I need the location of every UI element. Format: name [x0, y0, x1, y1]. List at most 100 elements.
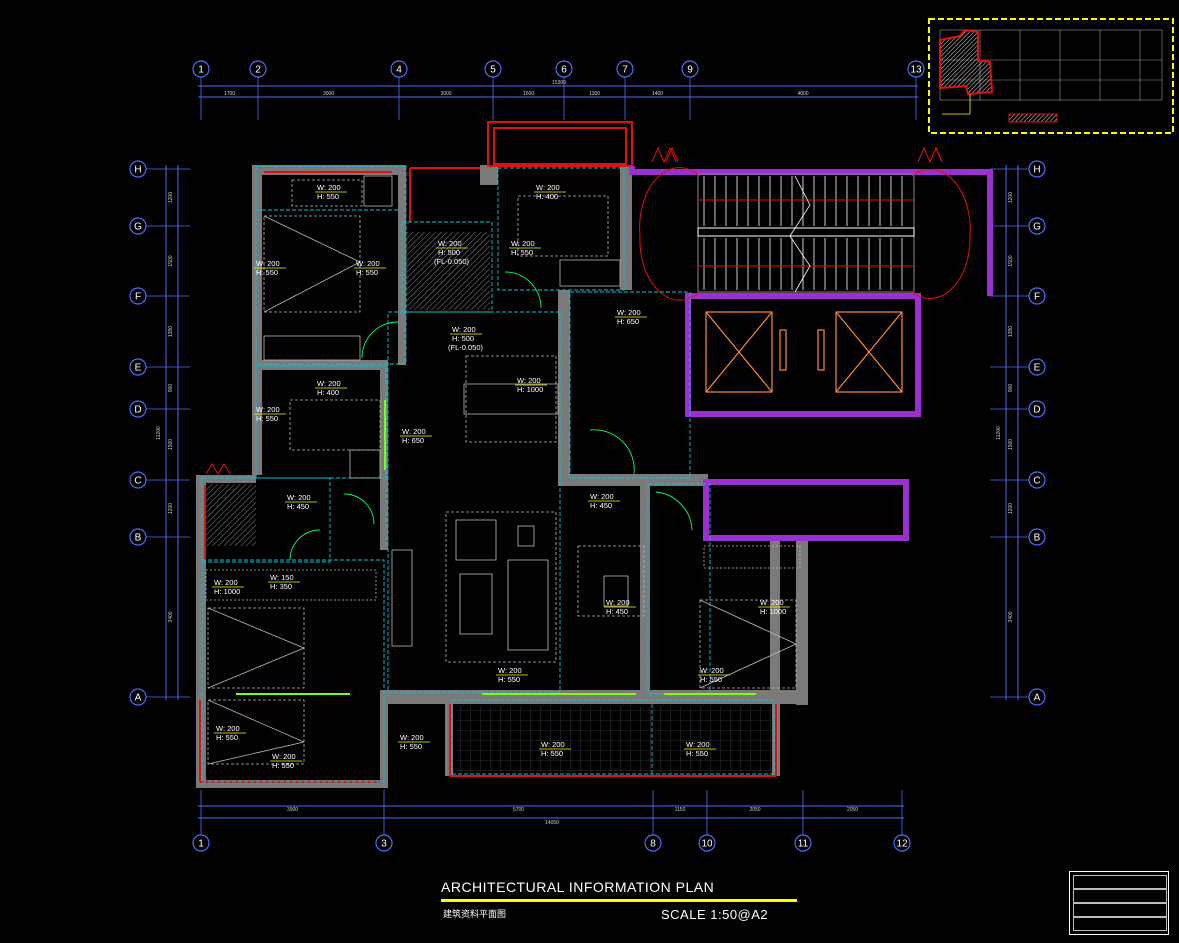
stair: [639, 167, 971, 301]
dimension-label: 15300: [552, 80, 566, 86]
dimension-label: 3000: [440, 91, 451, 97]
legend-row: [1073, 875, 1167, 889]
axis-label: 12: [896, 839, 908, 850]
tag-width: W: 200: [760, 598, 784, 607]
tag-height: H: 400: [536, 192, 558, 201]
axis-label: C: [134, 476, 141, 487]
axis-label: G: [134, 222, 142, 233]
dimension-label: 1350: [168, 326, 174, 337]
dimension-label: 1500: [1008, 255, 1014, 266]
axis-label: 10: [701, 839, 713, 850]
tag-height: H: 550: [700, 675, 722, 684]
tag-height: H: 350: [270, 582, 292, 591]
tag-width: W: 200: [452, 325, 476, 334]
legend-row: [1073, 889, 1167, 903]
tag-height: H: 500: [438, 248, 460, 257]
tag-width: W: 200: [617, 308, 641, 317]
axis-label: 13: [910, 65, 922, 76]
drawing-scale: SCALE 1:50@A2: [661, 907, 769, 922]
axis-label: F: [1034, 292, 1040, 303]
axis-label: B: [1034, 533, 1041, 544]
tag-height: H: 400: [317, 388, 339, 397]
tag-height: H: 550: [498, 675, 520, 684]
tag-width: W: 200: [498, 666, 522, 675]
tag-height: H: 550: [400, 742, 422, 751]
tag-height: H: 1000: [214, 587, 240, 596]
dimension-label: 1200: [168, 192, 174, 203]
tag-height: H: 550: [272, 761, 294, 770]
tag-height: H: 550: [356, 268, 378, 277]
dimension-label: 1300: [589, 91, 600, 97]
tag-width: W: 200: [256, 259, 280, 268]
windows: [236, 400, 756, 695]
tag-height: H: 650: [402, 436, 424, 445]
axis-label: D: [134, 405, 141, 416]
axis-label: A: [1034, 693, 1041, 704]
dimension-label: 1500: [1008, 439, 1014, 450]
dimension-label: 3400: [1008, 611, 1014, 622]
dimension-label: 900: [168, 384, 174, 393]
axis-label: C: [1033, 476, 1040, 487]
title-underline: [441, 899, 797, 902]
axis-label: B: [135, 533, 142, 544]
tag-width: W: 150: [270, 573, 294, 582]
axis-label: 3: [381, 839, 387, 850]
dimension-label: 11200: [156, 426, 162, 440]
axis-label: E: [1034, 363, 1041, 374]
axis-label: 6: [561, 65, 567, 76]
legend-row: [1073, 917, 1167, 931]
tag-height: H: 550: [256, 268, 278, 277]
tag-height: H: 500: [452, 334, 474, 343]
level-legend-table: [1069, 871, 1169, 935]
dimension-label: 14050: [545, 820, 559, 826]
tag-width: W: 200: [402, 427, 426, 436]
tag-width: W: 200: [400, 733, 424, 742]
tag-height: H: 650: [617, 317, 639, 326]
tag-width: W: 200: [517, 376, 541, 385]
dimension-label: 900: [1008, 384, 1014, 393]
axis-label: 7: [622, 65, 628, 76]
dimension-label: 1700: [224, 91, 235, 97]
axis-label: 2: [255, 65, 261, 76]
dimension-label: 2050: [847, 807, 858, 813]
tag-height: H: 550: [216, 733, 238, 742]
title-block: ARCHITECTURAL INFORMATION PLAN 建筑资料平面图 S…: [441, 879, 801, 939]
tag-height: H: 1000: [517, 385, 543, 394]
dimension-label: 11200: [996, 426, 1002, 440]
dimension-label: 4000: [797, 91, 808, 97]
axis-label: 11: [798, 839, 809, 850]
tag-height: H: 450: [606, 607, 628, 616]
tag-height: H: 550: [686, 749, 708, 758]
axis-label: 8: [650, 839, 656, 850]
tag-width: W: 200: [272, 752, 296, 761]
dimension-label: 1200: [1008, 503, 1014, 514]
drawing-title: ARCHITECTURAL INFORMATION PLAN: [441, 879, 715, 895]
tag-height: H: 550: [541, 749, 563, 758]
doors: [289, 271, 693, 561]
tag-width: W: 200: [536, 183, 560, 192]
dimension-label: 5700: [513, 807, 524, 813]
hatched-areas: [206, 232, 772, 772]
tag-width: W: 200: [438, 239, 462, 248]
axis-label: A: [135, 693, 142, 704]
axis-label: 1: [198, 65, 204, 76]
ac-units: [205, 146, 943, 475]
tag-floor-level: (FL-0.050): [434, 257, 470, 266]
